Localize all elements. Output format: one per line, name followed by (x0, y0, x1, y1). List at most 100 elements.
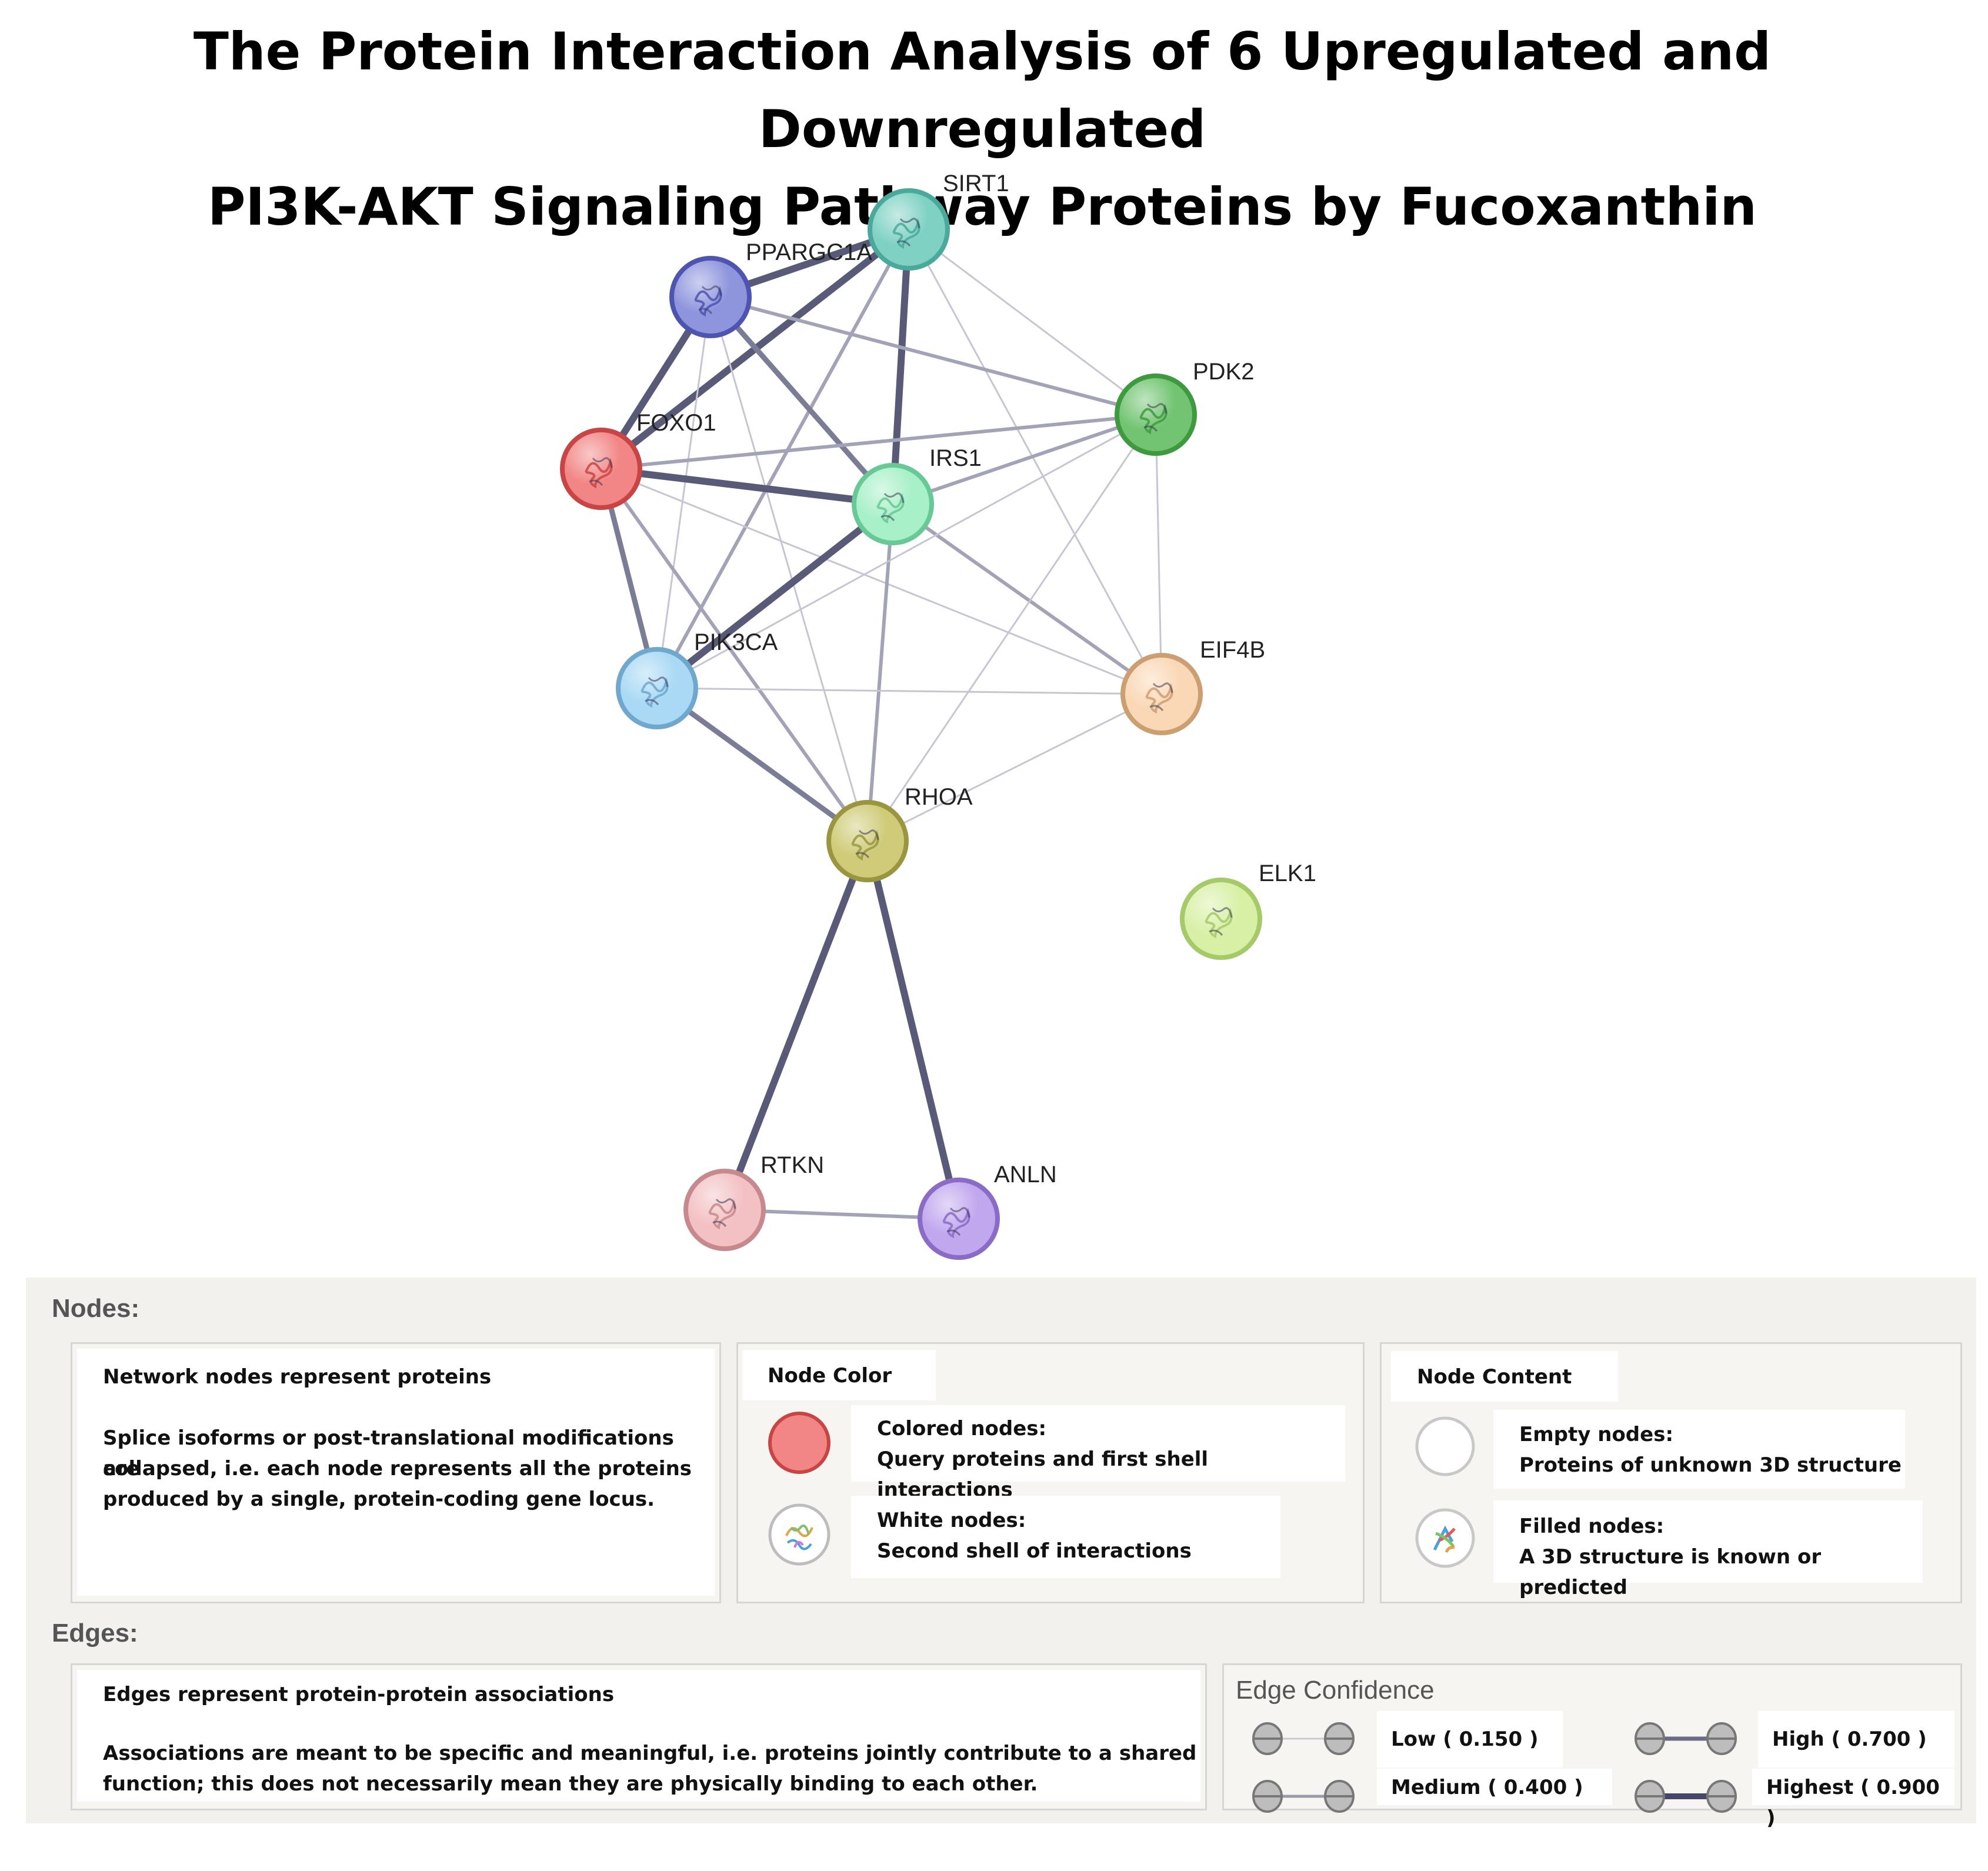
edge-medium-swatch (1252, 1780, 1355, 1813)
edge-pdk2-rhoa[interactable] (866, 413, 1157, 842)
nodes-intro-line-1: Splice isoforms or post-translational mo… (103, 1426, 674, 1480)
edge-pik3ca-rhoa[interactable] (654, 685, 870, 844)
edge-sirt1-irs1[interactable] (889, 226, 912, 508)
edge-low-swatch (1252, 1722, 1355, 1755)
node-irs1[interactable]: IRS1 (852, 445, 982, 545)
edge-ppargc1a-irs1[interactable] (708, 294, 896, 507)
protein-structure-icon (641, 677, 669, 708)
edge-ppargc1a-pdk2[interactable] (709, 295, 1158, 416)
edges-heading: Edges: (52, 1619, 138, 1647)
node-elk1[interactable]: ELK1 (1180, 861, 1316, 960)
filled-nodes-title: Filled nodes: (1519, 1515, 1665, 1538)
protein-structure-icon (876, 493, 905, 524)
empty-nodes-desc: Proteins of unknown 3D structure (1519, 1453, 1902, 1477)
edge-sirt1-pik3ca[interactable] (655, 228, 910, 690)
edge-pik3ca-eif4b[interactable] (656, 687, 1163, 695)
protein-structure-icon (708, 1199, 736, 1230)
nodes-intro-line-3: produced by a single, protein-coding gen… (103, 1488, 655, 1511)
node-color-heading: Node Color (768, 1364, 892, 1388)
colored-nodes-title: Colored nodes: (877, 1417, 1047, 1440)
node-label-elk1: ELK1 (1259, 861, 1316, 886)
edge-high-label: High ( 0.700 ) (1772, 1727, 1927, 1751)
legend-panel: Nodes: Network nodes represent proteins … (26, 1278, 1976, 1830)
protein-structure-icon (892, 218, 920, 249)
edges-intro-box: Edges represent protein-protein associat… (71, 1663, 1207, 1810)
edge-foxo1-pdk2[interactable] (599, 413, 1158, 471)
protein-structure-icon (942, 1208, 970, 1239)
protein-structure-icon (1139, 403, 1168, 435)
node-label-anln: ANLN (994, 1162, 1057, 1188)
edge-foxo1-eif4b[interactable] (600, 468, 1163, 695)
edge-highest-label: Highest ( 0.900 ) (1766, 1776, 1940, 1830)
node-label-irs1: IRS1 (929, 445, 982, 471)
edge-foxo1-irs1[interactable] (598, 465, 896, 508)
edge-ppargc1a-rhoa[interactable] (709, 296, 869, 842)
node-label-pik3ca: PIK3CA (694, 629, 778, 655)
title-line-2: PI3K-AKT Signaling Pathway Proteins by F… (207, 176, 1757, 237)
colored-node-swatch (768, 1412, 830, 1474)
nodes-intro-title: Network nodes represent proteins (103, 1365, 492, 1389)
node-ppargc1a[interactable]: PPARGC1A (669, 239, 872, 338)
node-pdk2[interactable]: PDK2 (1115, 359, 1255, 456)
nodes-heading: Nodes: (52, 1294, 140, 1323)
node-label-sirt1: SIRT1 (943, 171, 1009, 196)
white-node-swatch (768, 1503, 830, 1566)
edge-sirt1-eif4b[interactable] (908, 228, 1163, 695)
edge-confidence-box: Edge Confidence Low ( 0.150 ) Medium ( 0… (1222, 1663, 1962, 1830)
edge-irs1-rhoa[interactable] (866, 502, 895, 843)
edge-irs1-pdk2[interactable] (891, 413, 1158, 506)
edge-pik3ca-pdk2[interactable] (656, 413, 1157, 689)
node-pik3ca[interactable]: PIK3CA (616, 629, 778, 729)
node-sirt1[interactable]: SIRT1 (868, 171, 1009, 271)
edge-high-swatch (1635, 1722, 1737, 1755)
node-label-pdk2: PDK2 (1193, 359, 1255, 385)
edge-irs1-eif4b[interactable] (891, 502, 1163, 696)
node-label-eif4b: EIF4B (1200, 637, 1265, 663)
edge-sirt1-pdk2[interactable] (908, 228, 1157, 416)
edge-rhoa-eif4b[interactable] (866, 693, 1163, 842)
protein-structure-icon (851, 830, 879, 861)
white-nodes-title: White nodes: (877, 1509, 1026, 1532)
edge-rhoa-anln[interactable] (864, 838, 962, 1222)
node-foxo1[interactable]: FOXO1 (560, 410, 716, 510)
edge-medium-label: Medium ( 0.400 ) (1391, 1776, 1583, 1799)
node-label-foxo1: FOXO1 (636, 410, 716, 436)
edge-low-label: Low ( 0.150 ) (1391, 1727, 1539, 1751)
figure-title: The Protein Interaction Analysis of 6 Up… (0, 13, 1964, 246)
node-rhoa[interactable]: RHOA (826, 784, 973, 882)
edges-intro-line-2: function; this does not necessarily mean… (103, 1772, 1038, 1796)
edges-intro-title: Edges represent protein-protein associat… (103, 1683, 615, 1706)
filled-node-swatch (1415, 1508, 1475, 1568)
node-content-heading: Node Content (1417, 1365, 1572, 1389)
edge-confidence-heading: Edge Confidence (1236, 1676, 1435, 1705)
nodes-intro-box: Network nodes represent proteins Splice … (71, 1342, 721, 1603)
filled-nodes-desc: A 3D structure is known or predicted (1519, 1545, 1822, 1599)
title-line-1: The Protein Interaction Analysis of 6 Up… (193, 21, 1772, 159)
node-color-box: Node Color Colored nodes: Query proteins… (736, 1342, 1365, 1603)
node-label-rtkn: RTKN (760, 1152, 824, 1178)
protein-structure-icon (1145, 683, 1173, 714)
edges-intro-line-1: Associations are meant to be specific an… (103, 1742, 1197, 1765)
edge-ppargc1a-pik3ca[interactable] (656, 296, 712, 689)
nodes-intro-line-2: collapsed, i.e. each node represents all… (103, 1457, 692, 1480)
edge-irs1-pik3ca[interactable] (653, 501, 896, 692)
empty-nodes-title: Empty nodes: (1519, 1423, 1674, 1446)
node-rtkn[interactable]: RTKN (683, 1152, 824, 1251)
edge-pdk2-eif4b[interactable] (1155, 413, 1163, 695)
protein-structure-icon (1205, 908, 1233, 939)
white-nodes-desc: Second shell of interactions (877, 1539, 1192, 1563)
edge-highest-swatch (1635, 1780, 1737, 1813)
node-anln[interactable]: ANLN (918, 1162, 1057, 1260)
edges-layer (598, 226, 1163, 1222)
edge-foxo1-rhoa[interactable] (599, 467, 869, 843)
protein-structure-icon (585, 458, 613, 489)
empty-node-swatch (1415, 1416, 1475, 1476)
node-label-ppargc1a: PPARGC1A (746, 239, 872, 265)
node-content-box: Node Content Empty nodes: Proteins of un… (1380, 1342, 1962, 1603)
edge-rhoa-rtkn[interactable] (721, 838, 871, 1213)
node-label-rhoa: RHOA (905, 784, 973, 810)
protein-structure-icon (694, 286, 722, 317)
node-eif4b[interactable]: EIF4B (1120, 637, 1265, 735)
